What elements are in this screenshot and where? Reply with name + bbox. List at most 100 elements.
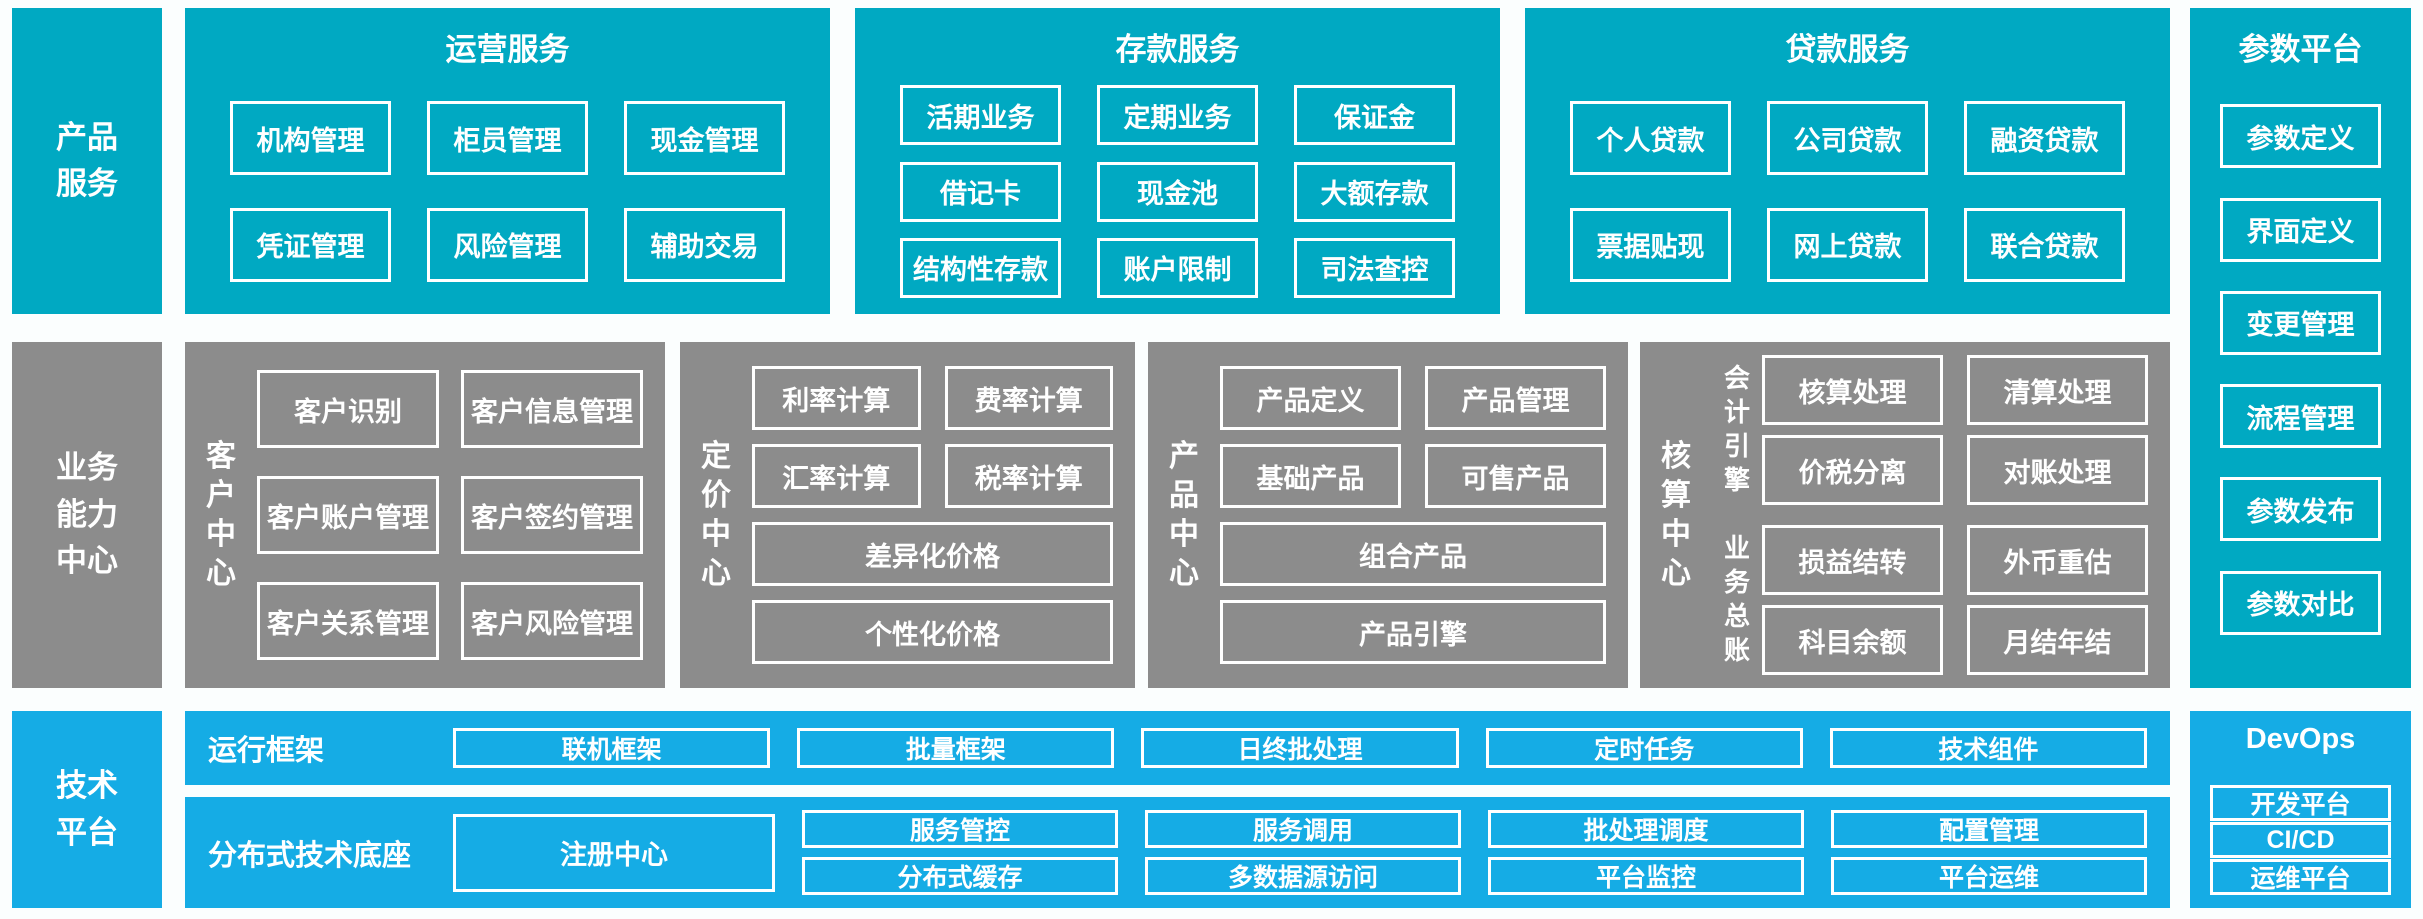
section-accounting-center: 核算中心 会计引擎 核算处理 清算处理 价税分离 对账处理 业务总账 损 bbox=[1640, 342, 2170, 688]
pricing-box: 税率计算 bbox=[944, 444, 1113, 508]
deposit-box: 大额存款 bbox=[1294, 161, 1455, 222]
accounting-groups: 会计引擎 核算处理 清算处理 价税分离 对账处理 业务总账 损益结转 外币重估 … bbox=[1712, 342, 2170, 688]
product-center-box: 基础产品 bbox=[1220, 444, 1401, 508]
customer-box: 客户账户管理 bbox=[257, 476, 439, 554]
accounting-box: 核算处理 bbox=[1762, 355, 1943, 425]
pricing-center-label-wrap: 定价中心 bbox=[680, 342, 752, 688]
distributed-base-label: 分布式技术底座 bbox=[208, 839, 412, 872]
sidebar-business-line: 业务 bbox=[56, 450, 118, 486]
param-title: 参数平台 bbox=[2238, 32, 2363, 67]
customer-center-label: 客户中心 bbox=[205, 440, 236, 590]
pricing-box: 利率计算 bbox=[752, 366, 921, 430]
ops-title: 运营服务 bbox=[445, 32, 570, 67]
deposit-box: 账户限制 bbox=[1097, 237, 1258, 298]
loan-box: 网上贷款 bbox=[1767, 207, 1928, 282]
pricing-box-wide: 差异化价格 bbox=[752, 522, 1113, 586]
param-box: 变更管理 bbox=[2220, 290, 2381, 355]
deposit-box: 现金池 bbox=[1097, 161, 1258, 222]
sidebar-business-line: 中心 bbox=[56, 543, 118, 579]
distributed-column: 批处理调度 平台监控 bbox=[1488, 810, 1804, 895]
product-center-box-wide: 组合产品 bbox=[1220, 522, 1606, 586]
customer-box: 客户关系管理 bbox=[257, 582, 439, 660]
pricing-grid: 利率计算 费率计算 汇率计算 税率计算 差异化价格 个性化价格 bbox=[752, 342, 1135, 688]
customer-box: 客户签约管理 bbox=[461, 476, 643, 554]
product-center-label-wrap: 产品中心 bbox=[1148, 342, 1220, 688]
accounting-box: 损益结转 bbox=[1762, 525, 1943, 595]
deposit-grid: 活期业务 定期业务 保证金 借记卡 现金池 大额存款 结构性存款 账户限制 司法… bbox=[855, 69, 1500, 314]
product-center-label: 产品中心 bbox=[1168, 440, 1199, 590]
loan-grid: 个人贷款 公司贷款 融资贷款 票据贴现 网上贷款 联合贷款 bbox=[1525, 69, 2170, 314]
distributed-box: 平台运维 bbox=[1831, 857, 2147, 895]
deposit-box: 借记卡 bbox=[900, 161, 1061, 222]
deposit-box: 活期业务 bbox=[900, 85, 1061, 146]
registry-center-box: 注册中心 bbox=[453, 813, 775, 892]
param-box: 参数对比 bbox=[2220, 570, 2381, 635]
section-parameter-platform: 参数平台 参数定义 界面定义 变更管理 流程管理 参数发布 参数对比 bbox=[2190, 8, 2411, 688]
product-center-box: 产品管理 bbox=[1425, 366, 1606, 430]
business-ledger-grid: 损益结转 外币重估 科目余额 月结年结 bbox=[1762, 525, 2148, 675]
sidebar-tech-line: 技术 bbox=[56, 768, 118, 803]
devops-box: 运维平台 bbox=[2210, 859, 2391, 896]
pricing-box-wide: 个性化价格 bbox=[752, 600, 1113, 664]
accounting-engine-group: 会计引擎 核算处理 清算处理 价税分离 对账处理 bbox=[1712, 355, 2148, 505]
ops-grid: 机构管理 柜员管理 现金管理 凭证管理 风险管理 辅助交易 bbox=[185, 69, 830, 314]
loan-box: 联合贷款 bbox=[1964, 207, 2125, 282]
runtime-framework-label: 运行框架 bbox=[208, 735, 325, 767]
product-center-grid: 产品定义 产品管理 基础产品 可售产品 组合产品 产品引擎 bbox=[1220, 342, 1628, 688]
distributed-box: 多数据源访问 bbox=[1145, 857, 1461, 895]
section-loan-services: 贷款服务 个人贷款 公司贷款 融资贷款 票据贴现 网上贷款 联合贷款 bbox=[1525, 8, 2170, 314]
section-pricing-center: 定价中心 利率计算 费率计算 汇率计算 税率计算 差异化价格 个性化价格 bbox=[680, 342, 1135, 688]
section-devops: DevOps 开发平台 CI/CD 运维平台 bbox=[2190, 711, 2411, 908]
deposit-box: 结构性存款 bbox=[900, 237, 1061, 298]
distributed-columns: 注册中心 服务管控 分布式缓存 服务调用 多数据源访问 批处理调度 平台监控 配… bbox=[453, 810, 2147, 895]
section-deposit-services: 存款服务 活期业务 定期业务 保证金 借记卡 现金池 大额存款 结构性存款 账户… bbox=[855, 8, 1500, 314]
ops-box: 辅助交易 bbox=[624, 207, 785, 282]
ops-box: 风险管理 bbox=[427, 207, 588, 282]
section-distributed-base: 分布式技术底座 注册中心 服务管控 分布式缓存 服务调用 多数据源访问 批处理调… bbox=[185, 797, 2170, 908]
ops-box: 现金管理 bbox=[624, 101, 785, 176]
devops-box: CI/CD bbox=[2210, 822, 2391, 859]
ops-box: 凭证管理 bbox=[230, 207, 391, 282]
customer-box: 客户信息管理 bbox=[461, 370, 643, 448]
accounting-box: 科目余额 bbox=[1762, 605, 1943, 675]
param-box: 参数定义 bbox=[2220, 104, 2381, 169]
sidebar-product-line: 服务 bbox=[56, 166, 118, 201]
ops-box: 机构管理 bbox=[230, 101, 391, 176]
deposit-box: 司法查控 bbox=[1294, 237, 1455, 298]
section-runtime-framework: 运行框架 联机框架 批量框架 日终批处理 定时任务 技术组件 bbox=[185, 711, 2170, 785]
product-center-box: 产品定义 bbox=[1220, 366, 1401, 430]
distributed-column: 配置管理 平台运维 bbox=[1831, 810, 2147, 895]
sidebar-tech-line: 平台 bbox=[56, 814, 118, 850]
pricing-box: 汇率计算 bbox=[752, 444, 921, 508]
ops-box: 柜员管理 bbox=[427, 101, 588, 176]
accounting-engine-label: 会计引擎 bbox=[1723, 363, 1750, 495]
devops-boxes: 开发平台 CI/CD 运维平台 bbox=[2190, 780, 2411, 908]
accounting-box: 月结年结 bbox=[1967, 605, 2148, 675]
pricing-center-label: 定价中心 bbox=[700, 440, 731, 590]
section-operations-services: 运营服务 机构管理 柜员管理 现金管理 凭证管理 风险管理 辅助交易 bbox=[185, 8, 830, 314]
deposit-box: 定期业务 bbox=[1097, 85, 1258, 146]
runtime-box: 联机框架 bbox=[453, 728, 771, 768]
param-box: 界面定义 bbox=[2220, 197, 2381, 262]
customer-grid: 客户识别 客户信息管理 客户账户管理 客户签约管理 客户关系管理 客户风险管理 bbox=[257, 342, 665, 688]
product-center-box-wide: 产品引擎 bbox=[1220, 600, 1606, 664]
distributed-box: 配置管理 bbox=[1831, 810, 2147, 848]
section-product-center: 产品中心 产品定义 产品管理 基础产品 可售产品 组合产品 产品引擎 bbox=[1148, 342, 1628, 688]
accounting-box: 清算处理 bbox=[1967, 355, 2148, 425]
business-ledger-group: 业务总账 损益结转 外币重估 科目余额 月结年结 bbox=[1712, 525, 2148, 675]
loan-box: 个人贷款 bbox=[1570, 101, 1731, 176]
deposit-title: 存款服务 bbox=[1115, 32, 1240, 67]
runtime-box: 批量框架 bbox=[797, 728, 1115, 768]
param-box: 参数发布 bbox=[2220, 477, 2381, 542]
business-ledger-label: 业务总账 bbox=[1723, 533, 1750, 665]
customer-box: 客户识别 bbox=[257, 370, 439, 448]
accounting-box: 对账处理 bbox=[1967, 435, 2148, 505]
distributed-box: 批处理调度 bbox=[1488, 810, 1804, 848]
sidebar-tech-platform: 技术 平台 bbox=[12, 711, 162, 908]
runtime-box: 技术组件 bbox=[1829, 728, 2148, 768]
accounting-engine-label-wrap: 会计引擎 bbox=[1712, 355, 1762, 505]
loan-box: 票据贴现 bbox=[1570, 207, 1731, 282]
pricing-box: 费率计算 bbox=[944, 366, 1113, 430]
loan-title: 贷款服务 bbox=[1785, 32, 1910, 67]
sidebar-product-line: 产品 bbox=[56, 119, 118, 155]
